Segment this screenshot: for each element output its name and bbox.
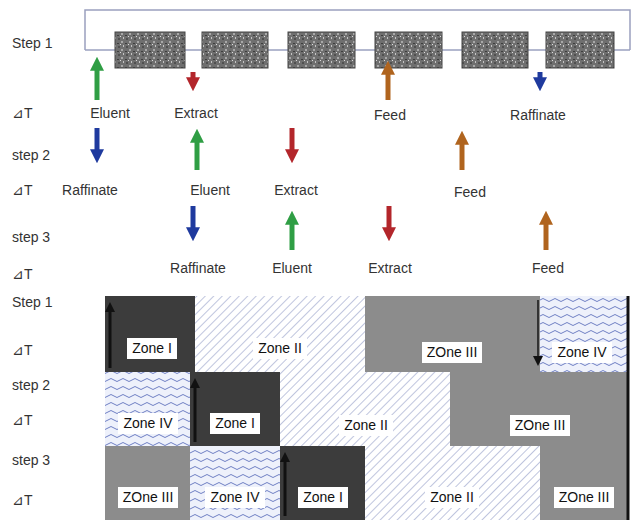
- feed-arrow: [544, 222, 549, 250]
- zone-label-box: Zone I: [298, 487, 348, 508]
- zone-label-box: Zone IV: [205, 487, 264, 508]
- extract-arrow: [290, 128, 295, 152]
- port-label: Eluent: [190, 182, 230, 199]
- step-label: ⊿T: [12, 105, 33, 122]
- zone-name: ZOne III: [559, 489, 610, 506]
- port-arrow: [537, 300, 539, 358]
- step-label: step 2: [12, 377, 50, 394]
- port-label: Eluent: [272, 260, 312, 277]
- column: [375, 32, 442, 68]
- zone-region: [195, 296, 365, 372]
- port-label: Extract: [274, 182, 318, 199]
- zone-name: Zone I: [303, 489, 343, 506]
- zone-region: [540, 296, 628, 372]
- port-label: Feed: [454, 184, 486, 201]
- port-label: Raffinate: [170, 260, 226, 277]
- zone-name: Zone IV: [557, 344, 606, 361]
- zone-name: ZOne III: [427, 344, 478, 361]
- step-label: ⊿T: [12, 492, 33, 509]
- zone-region: [105, 296, 195, 372]
- port-arrow: [194, 386, 197, 442]
- zone-region: [540, 446, 628, 520]
- zone-label-box: Zone I: [127, 338, 177, 359]
- zone-label-box: ZOne III: [118, 487, 179, 508]
- zone-name: Zone I: [132, 340, 172, 357]
- zone-region: [365, 296, 540, 372]
- zone-region: [450, 372, 628, 446]
- eluent-arrow: [195, 140, 200, 170]
- zone-label-box: Zone IV: [118, 413, 177, 434]
- zone-region: [190, 446, 280, 520]
- zone-name: Zone IV: [210, 489, 259, 506]
- step-label: ⊿T: [12, 266, 33, 283]
- zone-name: Zone II: [430, 489, 474, 506]
- zone-label-box: Zone II: [253, 338, 307, 359]
- raffinate-arrow: [538, 72, 543, 80]
- eluent-arrow: [95, 68, 100, 100]
- zone-label-box: Zone II: [425, 487, 479, 508]
- zone-label-box: ZOne III: [554, 487, 615, 508]
- zone-name: ZOne III: [123, 489, 174, 506]
- zone-name: Zone IV: [123, 415, 172, 432]
- port-label: Extract: [174, 105, 218, 122]
- zone-label-box: ZOne III: [510, 415, 571, 436]
- zone-region: [190, 372, 280, 446]
- zone-label-box: Zone I: [210, 413, 260, 434]
- column: [202, 32, 268, 68]
- column: [288, 32, 355, 68]
- extract-arrow: [387, 206, 392, 230]
- zone-name: Zone II: [344, 417, 388, 434]
- extract-arrow: [191, 72, 196, 80]
- port-arrow: [109, 310, 112, 368]
- feed-arrow: [460, 142, 465, 170]
- zone-region: [105, 372, 190, 446]
- column: [546, 32, 614, 68]
- feed-arrow: [386, 72, 391, 100]
- zone-name: Zone II: [258, 340, 302, 357]
- step-label: Step 1: [12, 35, 52, 52]
- zone-region: [365, 446, 540, 520]
- raffinate-arrow: [95, 128, 100, 152]
- zone-region: [280, 372, 450, 446]
- port-label: Raffinate: [510, 107, 566, 124]
- step-label: ⊿T: [12, 412, 33, 429]
- port-label: Extract: [368, 260, 412, 277]
- column: [462, 32, 528, 68]
- zone-label-box: Zone II: [339, 415, 393, 436]
- zone-label-box: ZOne III: [422, 342, 483, 363]
- zone-name: ZOne III: [515, 417, 566, 434]
- column: [115, 32, 185, 68]
- zone-label-box: Zone IV: [552, 342, 611, 363]
- zone-region: [105, 446, 190, 520]
- port-label: Feed: [532, 260, 564, 277]
- port-label: Eluent: [90, 105, 130, 122]
- step-label: step 3: [12, 229, 50, 246]
- zone-region: [280, 446, 365, 520]
- raffinate-arrow: [191, 206, 196, 230]
- step-label: step 2: [12, 147, 50, 164]
- edge-line: [627, 296, 630, 520]
- port-label: Feed: [374, 107, 406, 124]
- step-label: Step 1: [12, 294, 52, 311]
- step-label: ⊿T: [12, 182, 33, 199]
- port-label: Raffinate: [62, 182, 118, 199]
- eluent-arrow: [290, 222, 295, 250]
- port-arrow: [284, 460, 287, 516]
- zone-name: Zone I: [215, 415, 255, 432]
- step-label: step 3: [12, 452, 50, 469]
- step-label: ⊿T: [12, 342, 33, 359]
